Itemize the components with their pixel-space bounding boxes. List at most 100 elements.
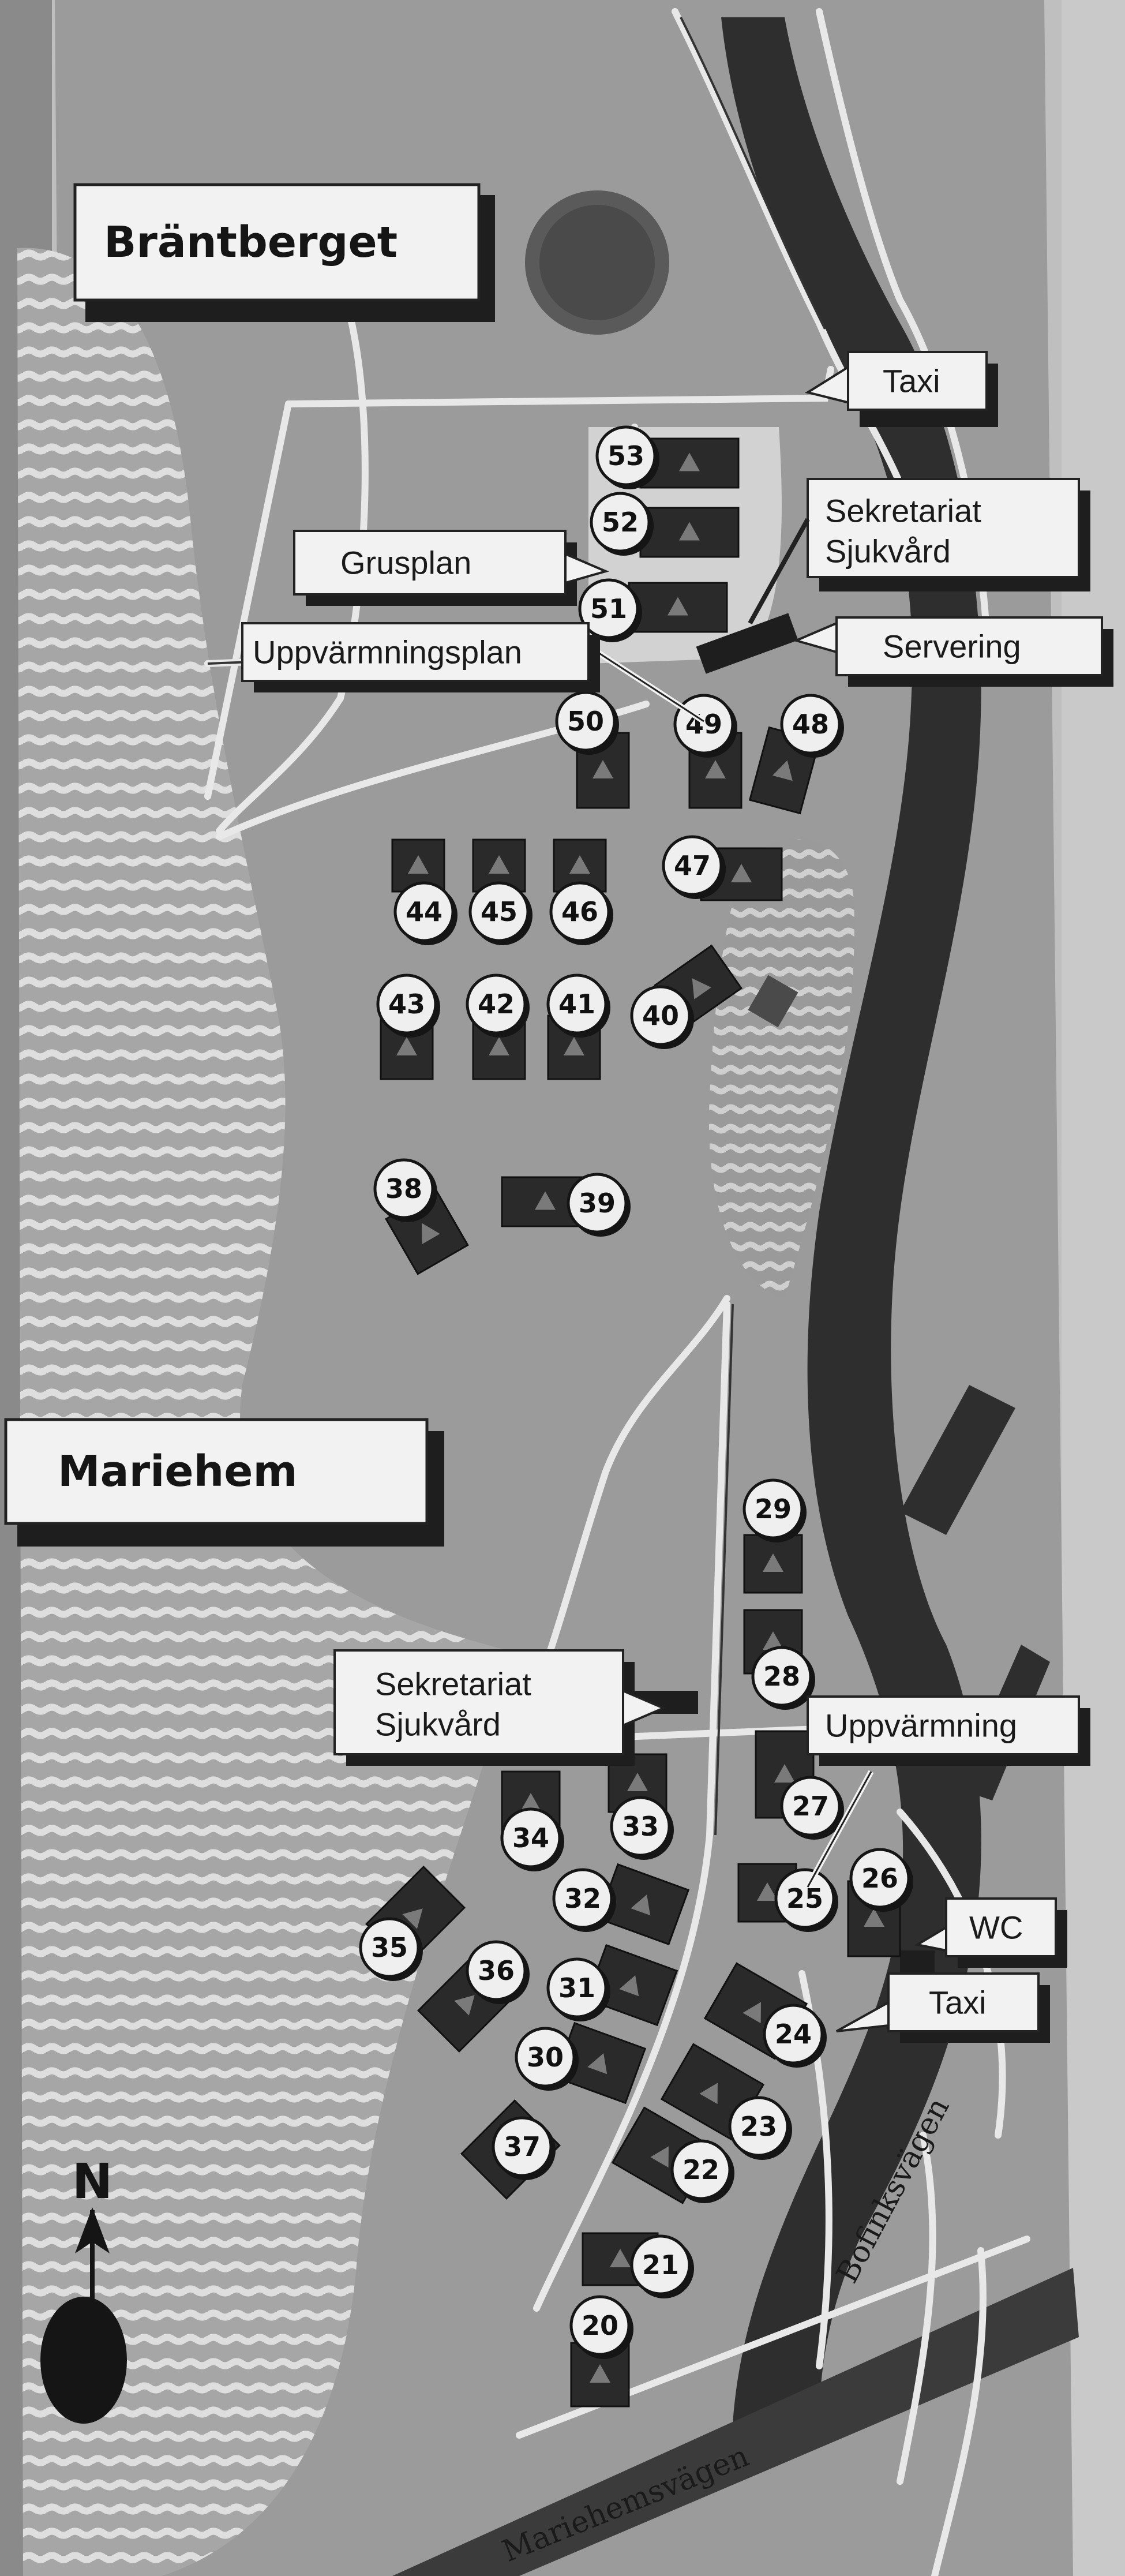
control-number: 27 — [792, 1791, 829, 1822]
control-25: 25 — [774, 1868, 838, 1932]
label-uppvarmningsplan: Uppvärmningsplan — [241, 622, 706, 724]
control-42: 42 — [466, 974, 530, 1038]
control-circle — [466, 974, 527, 1035]
control-40: 40 — [630, 985, 694, 1049]
stand-arrow-31 — [619, 1975, 639, 1997]
control-number: 42 — [478, 989, 515, 1020]
building-servering — [696, 613, 798, 674]
sekretariat-bottom-line1: Sekretariat — [375, 1666, 531, 1702]
control-28: 28 — [751, 1646, 815, 1710]
control-41: 41 — [546, 974, 610, 1038]
control-47: 47 — [662, 835, 726, 899]
control-number: 48 — [792, 709, 829, 740]
label-servering: Servering — [793, 616, 1113, 687]
control-number: 21 — [642, 2249, 679, 2281]
area-title-mariehem: Mariehem — [58, 1447, 298, 1496]
svg-text:Uppvärmningsplan: Uppvärmningsplan — [253, 634, 522, 671]
control-number: 30 — [527, 2042, 564, 2073]
area-brantberget: Bräntberget — [73, 183, 495, 322]
control-number: 20 — [582, 2310, 618, 2341]
right-margin — [1062, 0, 1125, 2576]
label-sekretariat-top: Sekretariat Sjukvård — [748, 478, 1090, 624]
control-circle — [569, 2295, 631, 2356]
control-circle — [630, 985, 691, 1046]
control-circle — [492, 2116, 553, 2177]
control-circle — [595, 425, 657, 486]
sekretariat-top-line2: Sjukvård — [825, 533, 951, 570]
svg-text:Servering: Servering — [883, 628, 1021, 665]
control-31: 31 — [546, 1957, 610, 2021]
control-number: 25 — [786, 1883, 823, 1914]
north-arrow-head — [75, 2207, 110, 2253]
stand-arrow-41 — [564, 1037, 584, 1055]
label-wc: WC — [914, 1897, 1067, 1968]
control-35: 35 — [359, 1917, 423, 1981]
control-circle — [468, 881, 530, 942]
stand-arrow-42 — [489, 1037, 509, 1055]
stand-arrow-44 — [408, 855, 429, 874]
svg-text:Taxi: Taxi — [929, 1985, 987, 2021]
sekretariat-bottom-line2: Sjukvård — [375, 1706, 501, 1743]
stand-arrow-39 — [535, 1191, 556, 1210]
control-circle — [590, 492, 651, 553]
control-26: 26 — [849, 1848, 913, 1912]
svg-text:Taxi: Taxi — [883, 363, 940, 399]
stand-arrow-20 — [590, 2364, 610, 2383]
control-30: 30 — [515, 2027, 579, 2091]
control-number: 31 — [558, 1972, 595, 2004]
stand-arrow-52 — [679, 522, 700, 541]
control-27: 27 — [780, 1776, 844, 1840]
control-circle — [546, 1957, 608, 2019]
control-50: 50 — [555, 691, 619, 755]
control-24: 24 — [763, 2004, 827, 2068]
area-mariehem: Mariehem — [4, 1418, 444, 1547]
control-number: 34 — [512, 1822, 549, 1854]
control-43: 43 — [376, 974, 440, 1038]
label-sekretariat-bottom: Sekretariat Sjukvård — [333, 1649, 667, 1766]
control-number: 23 — [740, 2111, 777, 2142]
stand-arrow-28 — [763, 1631, 783, 1650]
control-number: 43 — [388, 989, 425, 1020]
stand-arrow-30 — [587, 2053, 608, 2075]
stand-arrow-43 — [396, 1037, 417, 1055]
control-number: 28 — [763, 1661, 800, 1692]
stand-arrow-40 — [692, 978, 711, 999]
control-39: 39 — [567, 1173, 631, 1237]
control-number: 32 — [564, 1883, 601, 1914]
control-36: 36 — [466, 1940, 530, 2004]
control-circle — [751, 1646, 812, 1707]
svg-text:WC: WC — [969, 1909, 1023, 1946]
control-circle — [774, 1868, 835, 1929]
control-33: 33 — [610, 1796, 674, 1860]
control-53: 53 — [595, 425, 659, 489]
control-29: 29 — [742, 1478, 807, 1542]
small-building — [748, 975, 798, 1028]
stand-arrow-51 — [667, 597, 688, 616]
control-number: 24 — [775, 2019, 812, 2050]
control-circle — [359, 1917, 420, 1978]
label-taxi-top: Taxi — [804, 351, 998, 427]
label-uppvarmning: Uppvärmning — [805, 1695, 1090, 1889]
control-number: 51 — [590, 593, 627, 624]
stand-arrow-35 — [402, 1908, 423, 1929]
sekretariat-top-line1: Sekretariat — [825, 493, 981, 529]
control-number: 53 — [608, 440, 644, 471]
control-38: 38 — [373, 1158, 437, 1222]
control-46: 46 — [549, 881, 613, 945]
control-number: 47 — [674, 850, 711, 881]
control-circle — [670, 2139, 732, 2200]
stand-arrow-50 — [592, 760, 613, 778]
control-number: 35 — [371, 1932, 408, 1963]
stand-arrow-47 — [731, 864, 752, 882]
control-number: 29 — [755, 1493, 792, 1525]
control-44: 44 — [393, 881, 457, 945]
stand-arrow-33 — [627, 1773, 648, 1791]
control-number: 52 — [602, 507, 639, 538]
stand-arrow-34 — [520, 1793, 541, 1811]
control-circle — [373, 1158, 434, 1219]
control-number: 41 — [558, 989, 595, 1020]
control-number: 45 — [481, 896, 518, 927]
svg-text:Grusplan: Grusplan — [340, 545, 471, 581]
